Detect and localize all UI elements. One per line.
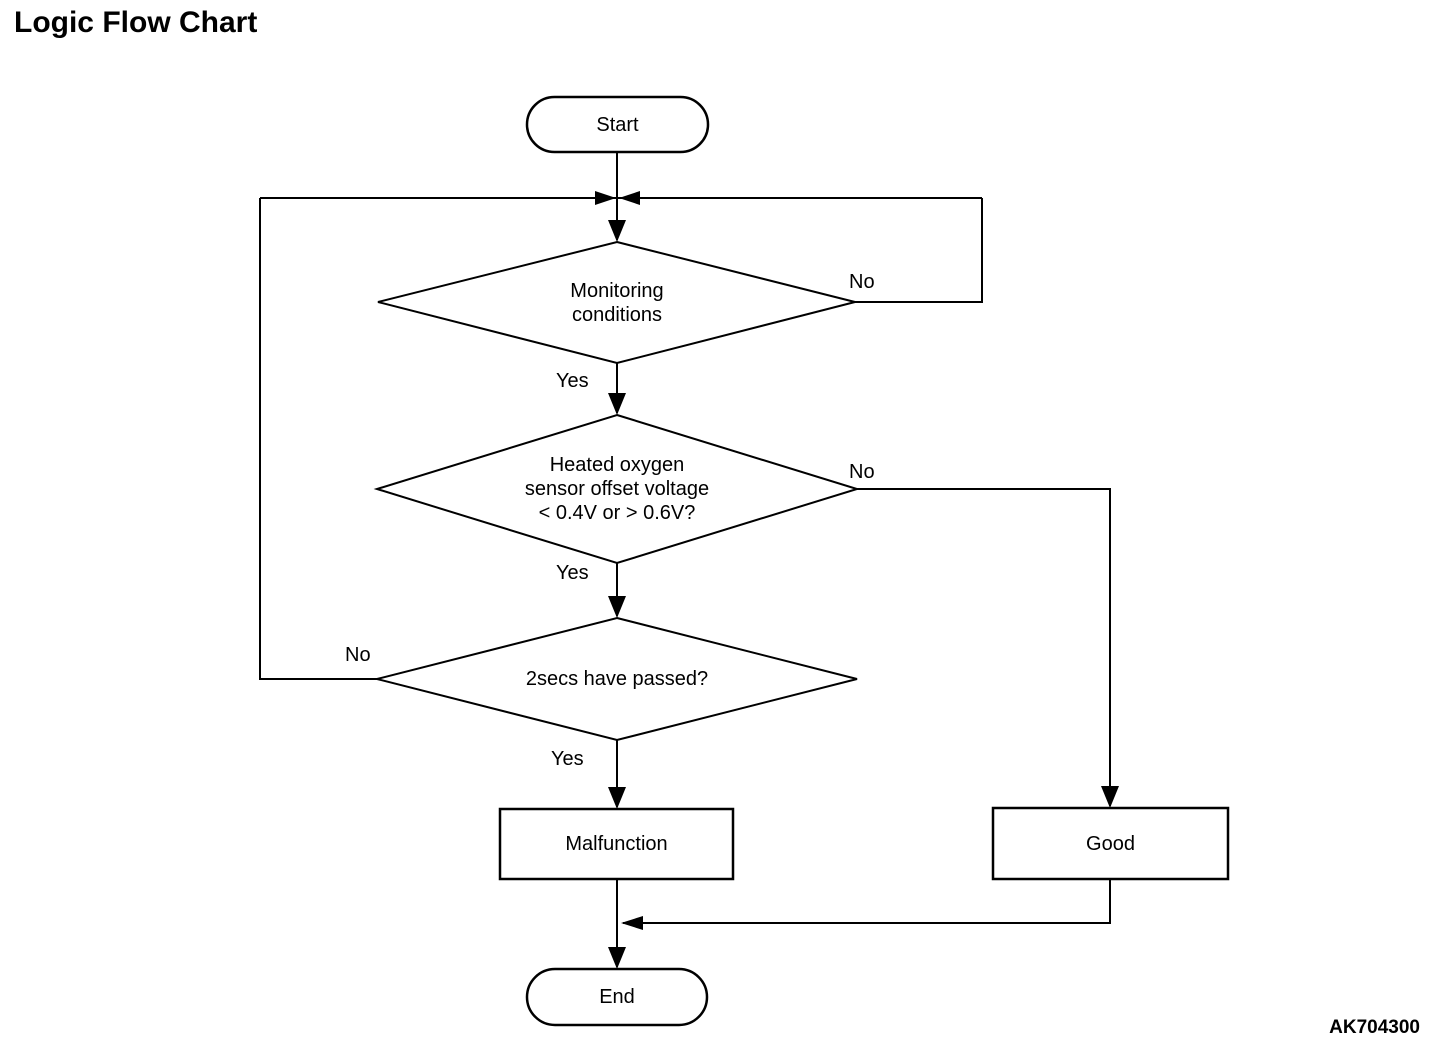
edge-label-decision2-yes: Yes [556,562,589,584]
start-node: Start [527,97,708,152]
edge-label-decision2-no: No [849,461,875,483]
decision-sensor-offset-voltage: Heated oxygen sensor offset voltage < 0.… [450,453,784,525]
good-node: Good [993,808,1228,879]
start-node-label: Start [596,113,639,136]
arrowheads [595,191,1119,969]
arrowhead-into-good [1101,786,1119,808]
decision1-line2: conditions [571,304,663,326]
edge-label-decision1-no: No [849,271,875,293]
arrowhead-into-malfunction [608,787,626,809]
page-title: Logic Flow Chart [14,6,258,39]
malfunction-node: Malfunction [500,809,733,879]
arrowhead-into-decision3 [608,596,626,618]
edge-label-decision3-yes: Yes [551,748,584,770]
node-shapes [373,95,1230,1027]
good-node-label: Good [1086,832,1135,855]
end-node: End [527,969,707,1025]
arrowhead-left-loop-merge [595,191,616,205]
edge-good-to-merge [623,879,1111,924]
decision2-line2: sensor offset voltage [524,478,710,500]
edge-decision2-no-to-good [857,488,1111,806]
decision-monitoring-conditions: Monitoring conditions [467,279,767,327]
figure-code: AK704300 [1329,1017,1420,1038]
start-terminator-shape [525,95,710,154]
good-process-shape [991,806,1230,881]
end-terminator-shape [525,967,709,1027]
arrowhead-into-decision1 [608,220,626,242]
decision3-line1: 2secs have passed? [525,668,709,690]
malfunction-process-shape [498,807,735,881]
decision2-line3: < 0.4V or > 0.6V? [538,502,696,524]
decision-2secs-passed: 2secs have passed? [467,667,767,691]
decision2-line1: Heated oxygen [549,454,685,476]
arrowhead-into-decision2 [608,393,626,415]
decision2-diamond-shape [373,413,861,565]
arrowhead-right-loop-merge [619,191,640,205]
decision3-diamond-shape [376,616,858,742]
decision1-diamond-shape [377,240,856,365]
arrowhead-into-end [608,947,626,969]
end-node-label: End [599,986,635,1008]
edge-label-decision3-no: No [345,644,371,666]
edge-label-decision1-yes: Yes [556,370,589,392]
edge-decision3-no-loop [259,198,378,680]
edge-decision1-no-loop [855,198,983,303]
malfunction-node-label: Malfunction [565,833,668,855]
arrowhead-good-merge [621,916,643,930]
decision1-line1: Monitoring [570,280,664,302]
